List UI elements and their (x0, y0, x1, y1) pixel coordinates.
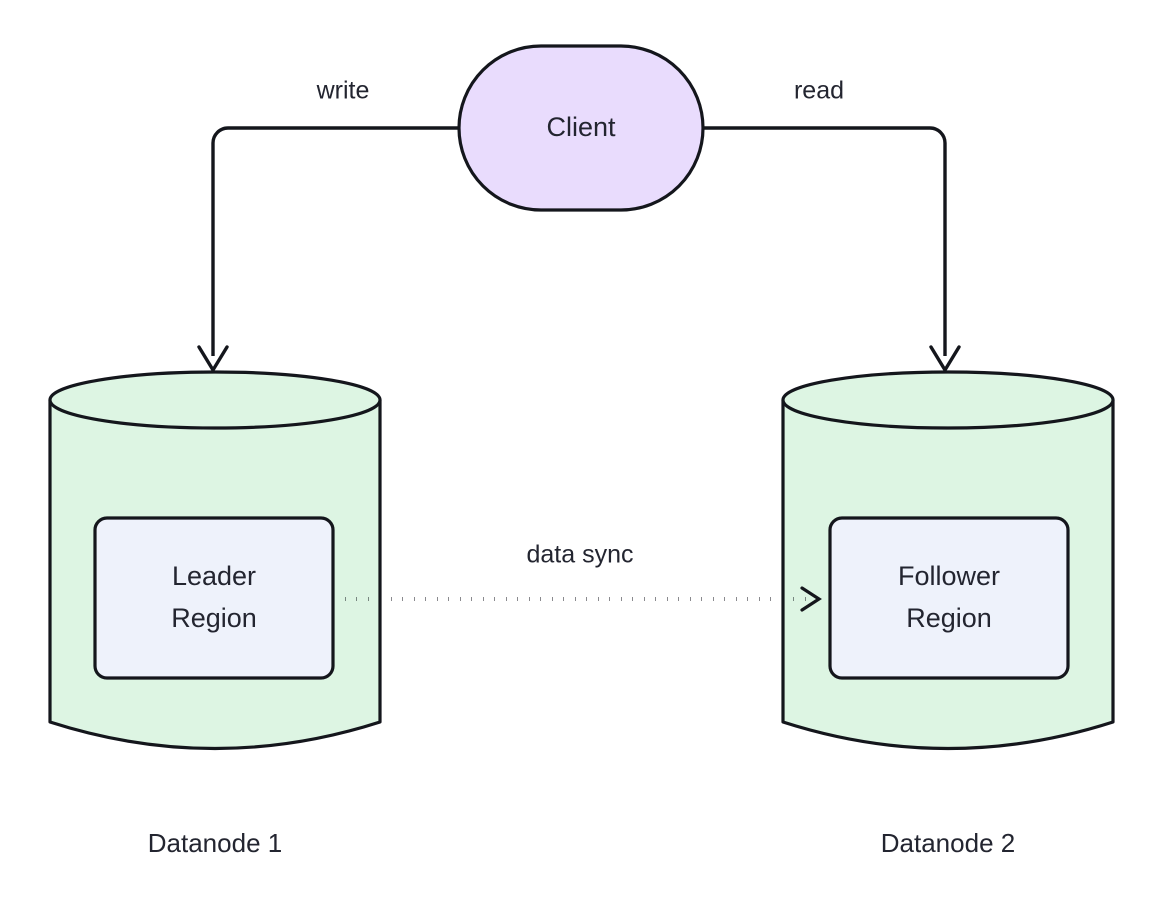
client-label: Client (546, 112, 616, 142)
node-datanode1[interactable]: Leader Region Datanode 1 (48, 370, 382, 858)
edge-data-sync: data sync (345, 541, 822, 612)
datanode2-cylinder-top (781, 370, 1115, 430)
datanode1-caption: Datanode 1 (148, 828, 282, 858)
edge-write-label: write (316, 77, 370, 105)
edge-read-arrowhead (929, 345, 961, 374)
edge-write-path (211, 126, 458, 356)
datanode1-region-box[interactable]: Leader Region (93, 516, 335, 680)
node-datanode2[interactable]: Follower Region Datanode 2 (781, 370, 1115, 858)
datanode2-caption: Datanode 2 (881, 828, 1015, 858)
follower-region-label-line1: Follower (898, 561, 1000, 591)
follower-region-shape (828, 516, 1070, 680)
follower-region-label-line2: Region (906, 603, 992, 633)
edge-data-sync-arrowhead (800, 586, 822, 612)
edge-read: read (703, 77, 961, 374)
edge-write: write (197, 77, 458, 374)
leader-region-shape (93, 516, 335, 680)
leader-region-label-line2: Region (171, 603, 257, 633)
datanode1-cylinder-top (48, 370, 382, 430)
edge-data-sync-label: data sync (526, 541, 633, 569)
datanode2-region-box[interactable]: Follower Region (828, 516, 1070, 680)
node-client[interactable]: Client (457, 44, 705, 212)
leader-region-label-line1: Leader (172, 561, 256, 591)
edge-read-path (703, 126, 947, 356)
edge-read-label: read (794, 77, 844, 105)
edge-write-arrowhead (197, 345, 229, 374)
client-shape (457, 44, 705, 212)
